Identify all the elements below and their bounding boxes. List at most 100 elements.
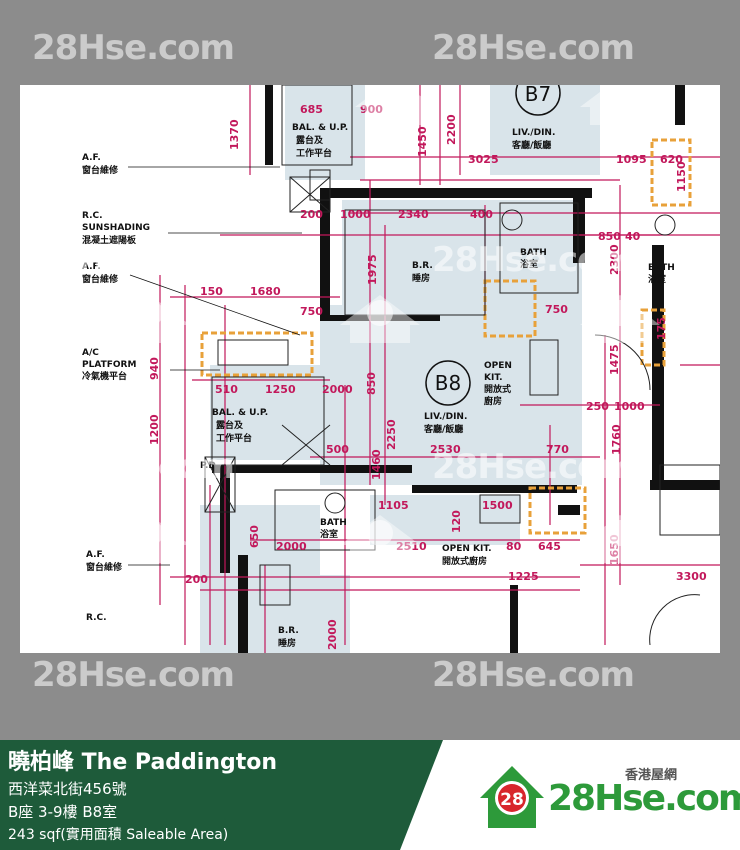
label-open-kit: OPEN <box>484 361 512 371</box>
label-platform-zh: 冷氣機平台 <box>82 370 127 382</box>
dim-175: 175 <box>655 317 668 340</box>
label-bal-up-zh: 工作平台 <box>216 432 252 444</box>
watermark-text: 28Hse.com <box>432 655 635 695</box>
label-bath-zh: 浴室 <box>520 258 538 270</box>
property-address: 西洋菜北街456號 <box>8 780 127 798</box>
label-liv-din: LIV./DIN. <box>424 412 467 422</box>
dim-2530: 2530 <box>430 443 461 456</box>
dim-2000: 2000 <box>322 383 353 396</box>
unit-marker <box>425 360 471 406</box>
dim-900: 900 <box>360 103 383 116</box>
label-af: A.F. <box>82 262 101 272</box>
unit-marker-top <box>515 85 561 116</box>
dim-1150: 1150 <box>675 161 688 192</box>
dim-1105: 1105 <box>378 499 409 512</box>
label-br-zh: 睡房 <box>412 272 430 284</box>
watermark-text: 28Hse.com <box>32 28 235 68</box>
dim-1475: 1475 <box>608 344 621 375</box>
brand-tagline: 香港屋網 <box>625 768 678 783</box>
label-rc: R.C. <box>86 613 107 623</box>
dim-400: 400 <box>470 208 493 221</box>
dim-510: 510 <box>215 383 238 396</box>
label-bath-zh: 浴室 <box>320 528 338 540</box>
label-open-kit-zh: 開放式 <box>484 383 511 395</box>
label-bath-zh: 浴室 <box>648 273 666 285</box>
dim-200: 200 <box>300 208 323 221</box>
floor-plan-drawing: B8 B7 A.F. 窗台維修 R.C. SUNSHADING 混凝土遮陽板 A… <box>82 85 720 653</box>
dim-40: 40 <box>625 230 641 243</box>
label-liv-din-zh: 客廳/飯廳 <box>423 423 463 435</box>
label-sunshading-zh: 混凝土遮陽板 <box>82 234 137 246</box>
label-liv-din-top: LIV./DIN. <box>512 128 555 138</box>
brand-badge-text: 28 <box>500 790 524 810</box>
label-rc: R.C. <box>82 211 103 221</box>
dim-750b: 750 <box>545 303 568 316</box>
dim-620: 620 <box>660 153 683 166</box>
dim-80: 80 <box>506 540 522 553</box>
dim-150: 150 <box>200 285 223 298</box>
watermark-text: 28Hse.com <box>32 655 235 695</box>
label-platform: PLATFORM <box>82 360 136 370</box>
dim-3300: 3300 <box>676 570 707 583</box>
label-sunshading: SUNSHADING <box>82 223 150 233</box>
dim-120: 120 <box>450 510 463 533</box>
dim-1000: 1000 <box>340 208 371 221</box>
brand-name[interactable]: 28Hse.com <box>548 778 740 819</box>
label-af-zh: 窗台維修 <box>86 561 123 573</box>
dim-1225: 1225 <box>508 570 539 583</box>
property-area: 243 sqf(實用面積 Saleable Area) <box>8 827 229 843</box>
label-open-kit-zh: 廚房 <box>484 395 502 407</box>
listing-footer: 曉柏峰 The Paddington 西洋菜北街456號 B座 3-9樓 B8室… <box>0 740 740 850</box>
dim-500: 500 <box>326 443 349 456</box>
dim-850b: 850 <box>365 372 378 395</box>
dim-1650: 1650 <box>608 534 621 565</box>
dim-1095: 1095 <box>616 153 647 166</box>
label-af: A.F. <box>82 153 101 163</box>
dim-2000c: 2000 <box>326 619 339 650</box>
label-af: A.F. <box>86 550 105 560</box>
label-bal-up-top: BAL. & U.P. <box>292 123 348 133</box>
label-bath: BATH <box>520 248 547 258</box>
label-bal-up-top-zh: 工作平台 <box>296 147 332 159</box>
image-background: 28Hse.com 28Hse.com 28Hse.com 28Hse.com <box>20 28 720 695</box>
dim-2000b: 2000 <box>276 540 307 553</box>
label-bal-up-zh: 露台及 <box>216 419 244 431</box>
dim-2200: 2200 <box>445 114 458 145</box>
dim-3025: 3025 <box>468 153 499 166</box>
dim-770: 770 <box>546 443 569 456</box>
dim-200b: 200 <box>185 573 208 586</box>
unit-label-top: B7 <box>525 85 551 106</box>
label-open-kit: KIT. <box>484 373 503 383</box>
dim-1680: 1680 <box>250 285 281 298</box>
dim-1460: 1460 <box>370 449 383 480</box>
label-bal-up: BAL. & U.P. <box>212 408 268 418</box>
property-title: 曉柏峰 The Paddington <box>8 750 278 775</box>
dim-850: 850 <box>598 230 621 243</box>
label-af-zh: 窗台維修 <box>82 164 119 176</box>
dim-1000b: 1000 <box>614 400 645 413</box>
label-af-zh: 窗台維修 <box>82 273 119 285</box>
dim-1200: 1200 <box>148 414 161 445</box>
dim-2300: 2300 <box>608 244 621 275</box>
watermark-text: 28Hse.com <box>432 28 635 68</box>
label-open-kit-bottom-zh: 開放式廚房 <box>442 555 487 567</box>
dim-1975: 1975 <box>366 254 379 285</box>
dim-1500: 1500 <box>482 499 513 512</box>
label-br: B.R. <box>412 261 433 271</box>
dim-650: 650 <box>248 525 261 548</box>
label-br-zh: 睡房 <box>278 637 296 649</box>
brand-logo-icon: 28 <box>480 766 544 828</box>
dim-645: 645 <box>538 540 561 553</box>
label-liv-din-top-zh: 客廳/飯廳 <box>511 139 551 151</box>
dim-2250: 2250 <box>385 419 398 450</box>
label-open-kit-bottom: OPEN KIT. <box>442 544 492 554</box>
dim-750: 750 <box>300 305 323 318</box>
floor-plan: B8 B7 A.F. 窗台維修 R.C. SUNSHADING 混凝土遮陽板 A… <box>20 85 720 653</box>
dim-940: 940 <box>148 357 161 380</box>
label-bal-up-top-zh: 露台及 <box>296 134 324 146</box>
label-pd: P.D. <box>200 461 219 471</box>
dim-2340: 2340 <box>398 208 429 221</box>
unit-label: B8 <box>435 371 461 395</box>
listing-info-panel: 曉柏峰 The Paddington 西洋菜北街456號 B座 3-9樓 B8室… <box>0 740 443 850</box>
dim-1250: 1250 <box>265 383 296 396</box>
